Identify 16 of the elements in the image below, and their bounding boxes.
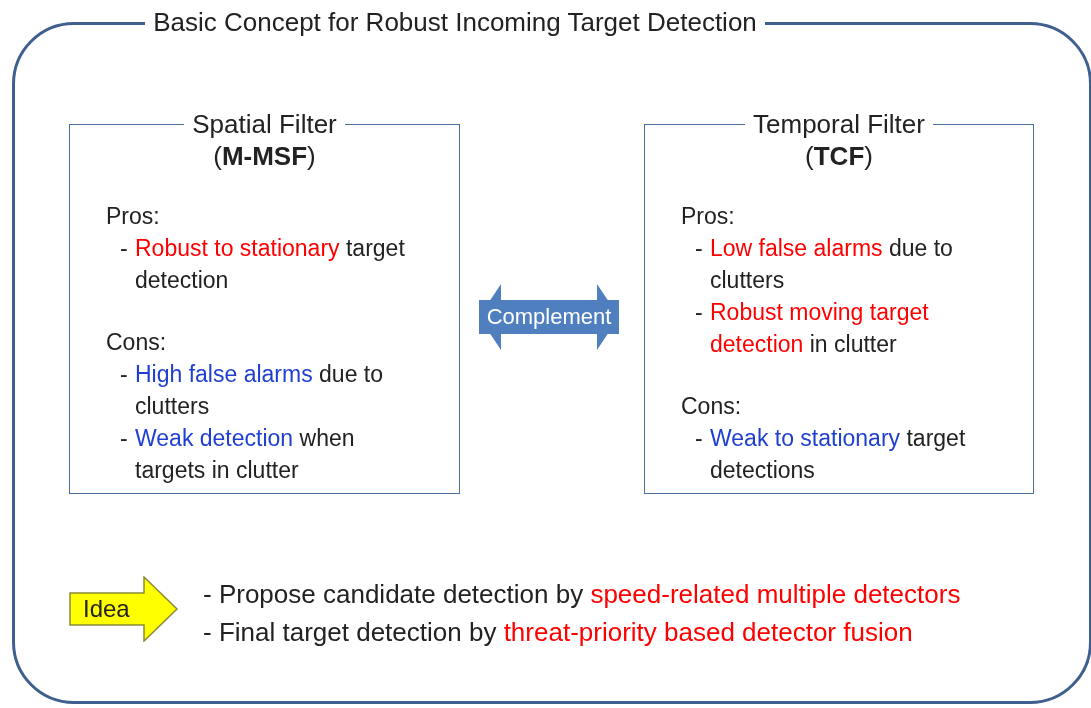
- bullet-item: - Weak to stationary target detections: [695, 424, 967, 485]
- section-label: Cons:: [681, 393, 742, 419]
- bullet-item: - Weak detection when targets in clutter: [120, 424, 356, 485]
- double-arrow: [479, 284, 619, 350]
- idea-line: - Final target detection by threat-priority based detector fusion: [203, 616, 913, 648]
- idea-arrow: Idea: [69, 576, 179, 642]
- box-subheading: (TCF): [805, 140, 873, 172]
- box-subheading: (M-MSF): [213, 140, 316, 172]
- bullet-item: - Robust moving target detection in clutter: [695, 298, 930, 359]
- section-label: Pros:: [681, 203, 735, 229]
- section-label: Pros:: [106, 203, 160, 229]
- idea-line: - Propose candidate detection by speed-related multiple detectors: [203, 578, 961, 610]
- bullet-item: - Robust to stationary target detection: [120, 234, 406, 295]
- edge-label: Complement: [486, 303, 612, 331]
- bullet-item: - Low false alarms due to clutters: [695, 234, 954, 295]
- section-label: Cons:: [106, 329, 167, 355]
